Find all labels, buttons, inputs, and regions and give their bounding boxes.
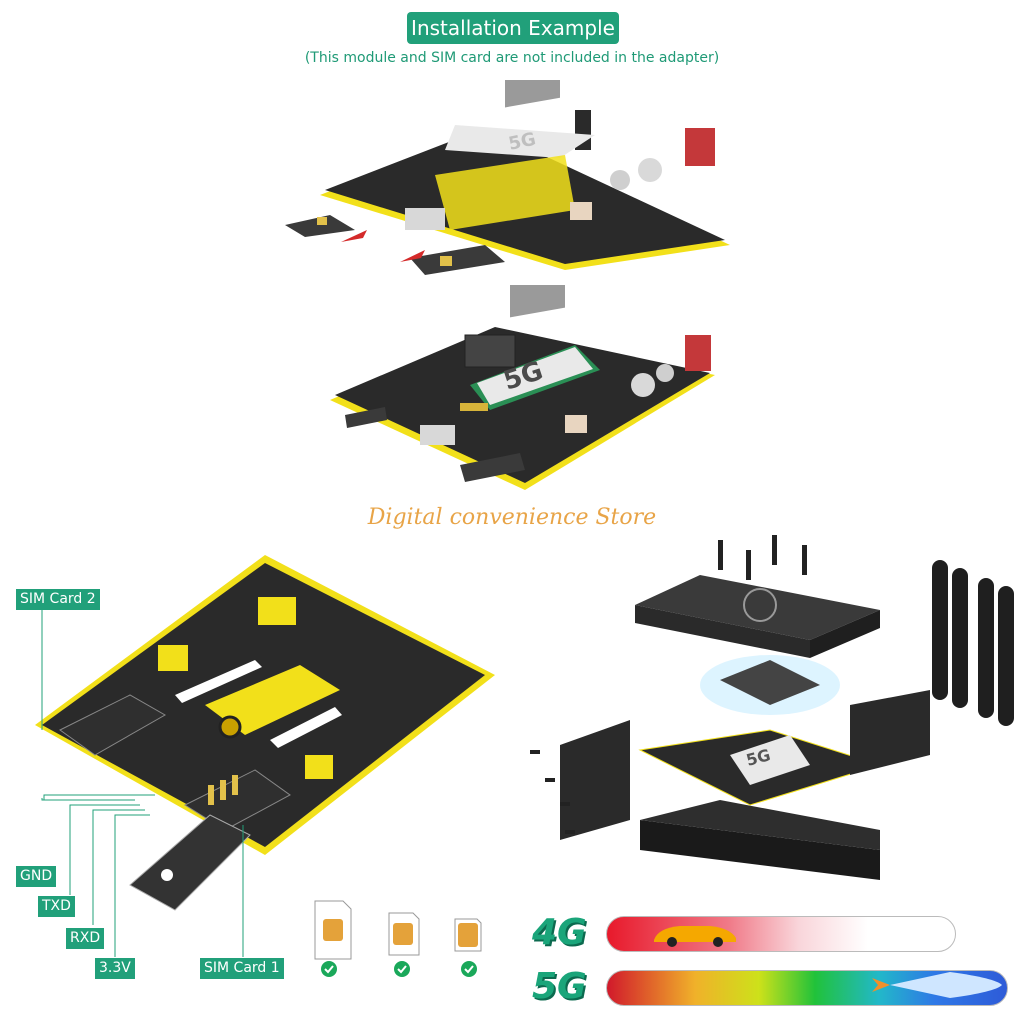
car-icon (654, 926, 736, 947)
pin-rxd-label: RXD (66, 928, 105, 949)
sim-sizes-group (314, 900, 482, 977)
sim-card-1-label: SIM Card 1 (200, 958, 284, 979)
sim-card-icon (388, 912, 420, 956)
sim-card-icon (454, 918, 482, 952)
checkmark-icon (394, 961, 410, 977)
network-4g-label: 4G (532, 912, 587, 953)
network-5g-label: 5G (532, 966, 587, 1007)
sim-card-icon (314, 900, 352, 960)
board-back-illustration (35, 555, 495, 911)
store-watermark: Digital convenience Store (367, 505, 657, 530)
pin-3v3-label: 3.3V (95, 958, 135, 979)
pin-gnd-label: GND (16, 866, 57, 887)
sim-card-2-label: SIM Card 2 (16, 589, 100, 610)
page-subtitle: (This module and SIM card are not includ… (304, 50, 720, 66)
checkmark-icon (321, 961, 337, 977)
rocket-icon (872, 972, 1002, 998)
arrow-icon (400, 250, 425, 262)
arrow-icon (341, 230, 367, 242)
page-title: Installation Example (407, 12, 619, 44)
board-installed-illustration: 5G (330, 285, 715, 490)
pin-txd-label: TXD (38, 896, 75, 917)
checkmark-icon (461, 961, 477, 977)
enclosure-exploded-illustration: 5G (530, 535, 1014, 880)
board-install-illustration: 5G (285, 80, 730, 275)
pin-leader-lines (41, 600, 244, 957)
